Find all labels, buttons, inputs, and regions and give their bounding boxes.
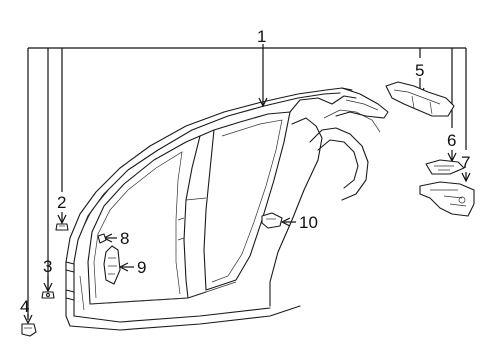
callout-2: 2 [57,193,66,212]
callout-9: 9 [137,258,146,277]
part-4-bracket [21,323,37,337]
callout-1: 1 [257,27,266,46]
part-8-clip [97,233,107,244]
part-5-extension [385,81,455,117]
body-side-outer-panel [65,87,389,331]
part-6-bracket [425,159,465,175]
callout-5: 5 [415,61,424,80]
part-7-panel [419,181,475,217]
callout-labels: 1 2 3 4 5 6 7 8 9 10 [20,27,470,316]
part-10-bracket [261,212,283,229]
callout-7: 7 [461,153,470,172]
callout-4: 4 [20,297,29,316]
callout-3: 3 [43,257,52,276]
part-3-fastener [41,291,55,299]
part-2-clip [55,223,69,231]
callout-6: 6 [447,131,456,150]
callout-10: 10 [299,213,318,232]
callout-8: 8 [120,229,129,248]
part-9-reinforcement [103,245,121,285]
